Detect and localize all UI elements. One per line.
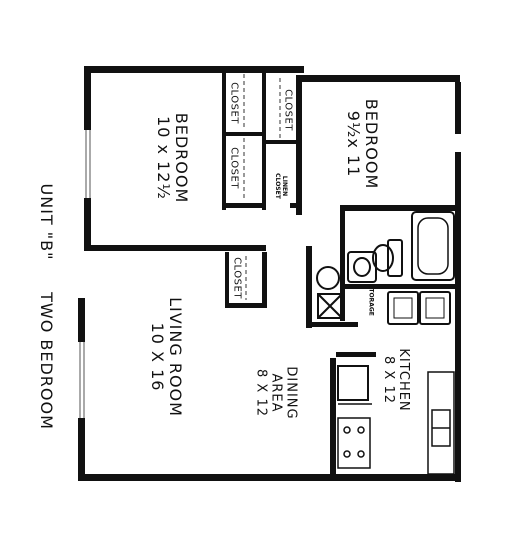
outer-wall-top-right [300,75,460,82]
closet-rods [243,74,281,300]
kitchen-size: 8 X 12 [381,356,396,404]
closet-base-2 [290,203,302,208]
kitchen-counter-wall [336,352,376,357]
closet-label-3: CLOSET [282,89,294,131]
title-type: TWO BEDROOM [37,292,56,430]
kitchen-name: KITCHEN [396,348,411,412]
title-unit: UNIT "B" [37,183,56,261]
outer-wall-bottom [78,474,461,481]
kitchen-counter [338,371,455,475]
sink [347,251,377,283]
outer-wall-left-lower [78,298,85,342]
partition-bedroom2-bottom [340,205,458,211]
living-closet-top [225,252,229,307]
dining-wall [330,358,336,476]
living-closet-bottom [225,303,267,308]
closet-label-living: CLOSET [231,257,243,299]
dining-area-label: DINING AREA 8 X 12 [254,366,299,419]
bath-wall-inner [345,284,455,289]
linen-closet-label: LINEN CLOSET [274,173,288,199]
closet-wall-2 [262,70,266,210]
outer-wall-left-upper [84,66,91,130]
outer-wall-right-upper [455,82,461,134]
outer-wall-top [84,66,304,73]
outer-wall-left-mid [84,198,91,248]
partition-bedroom-living [84,245,266,251]
bath-wall-bottom [312,322,358,327]
water-heater [316,266,340,290]
closet-wall-1 [222,70,226,210]
closet-shelf-1 [225,132,264,136]
bedroom-2-size: 9½x 11 [344,110,363,178]
toilet [372,239,403,277]
storage-label: STORAGE [367,284,375,316]
closet-label-1: CLOSET [228,82,240,124]
dining-name-2: AREA [268,373,284,413]
closet-wall-3 [296,75,302,215]
closet-shelf-2 [266,140,298,144]
bathtub [411,211,455,281]
kitchen-label: KITCHEN 8 X 12 [381,348,411,411]
refrigerator [337,365,369,401]
dining-name-1: DINING [283,366,299,420]
living-closet-right [262,252,267,307]
linen-line-2: CLOSET [274,173,281,199]
walls [78,66,461,482]
bedroom-1-size: 10 x 12½ [154,116,173,200]
living-room-name: LIVING ROOM [166,297,185,417]
range [337,417,371,469]
living-room-size: 10 X 16 [148,322,167,392]
living-room-label: LIVING ROOM 10 X 16 [148,297,185,417]
laundry [387,291,451,325]
bedroom-2-label: BEDROOM 9½x 11 [344,98,381,190]
bedroom-1-label: BEDROOM 10 x 12½ [154,112,191,204]
closet-label-2: CLOSET [228,147,240,189]
bath-wall-top [340,211,345,321]
closet-base-1 [225,203,265,208]
outer-wall-right-lower [455,152,461,482]
storage-box [317,293,343,319]
linen-line-1: LINEN [281,175,288,197]
dining-size: 8 X 12 [253,369,269,417]
bath-wall-left [306,246,312,328]
bedroom-2-name: BEDROOM [362,98,381,190]
outer-wall-left-bottom [78,418,85,481]
bedroom-1-name: BEDROOM [172,112,191,204]
windows [79,130,91,418]
